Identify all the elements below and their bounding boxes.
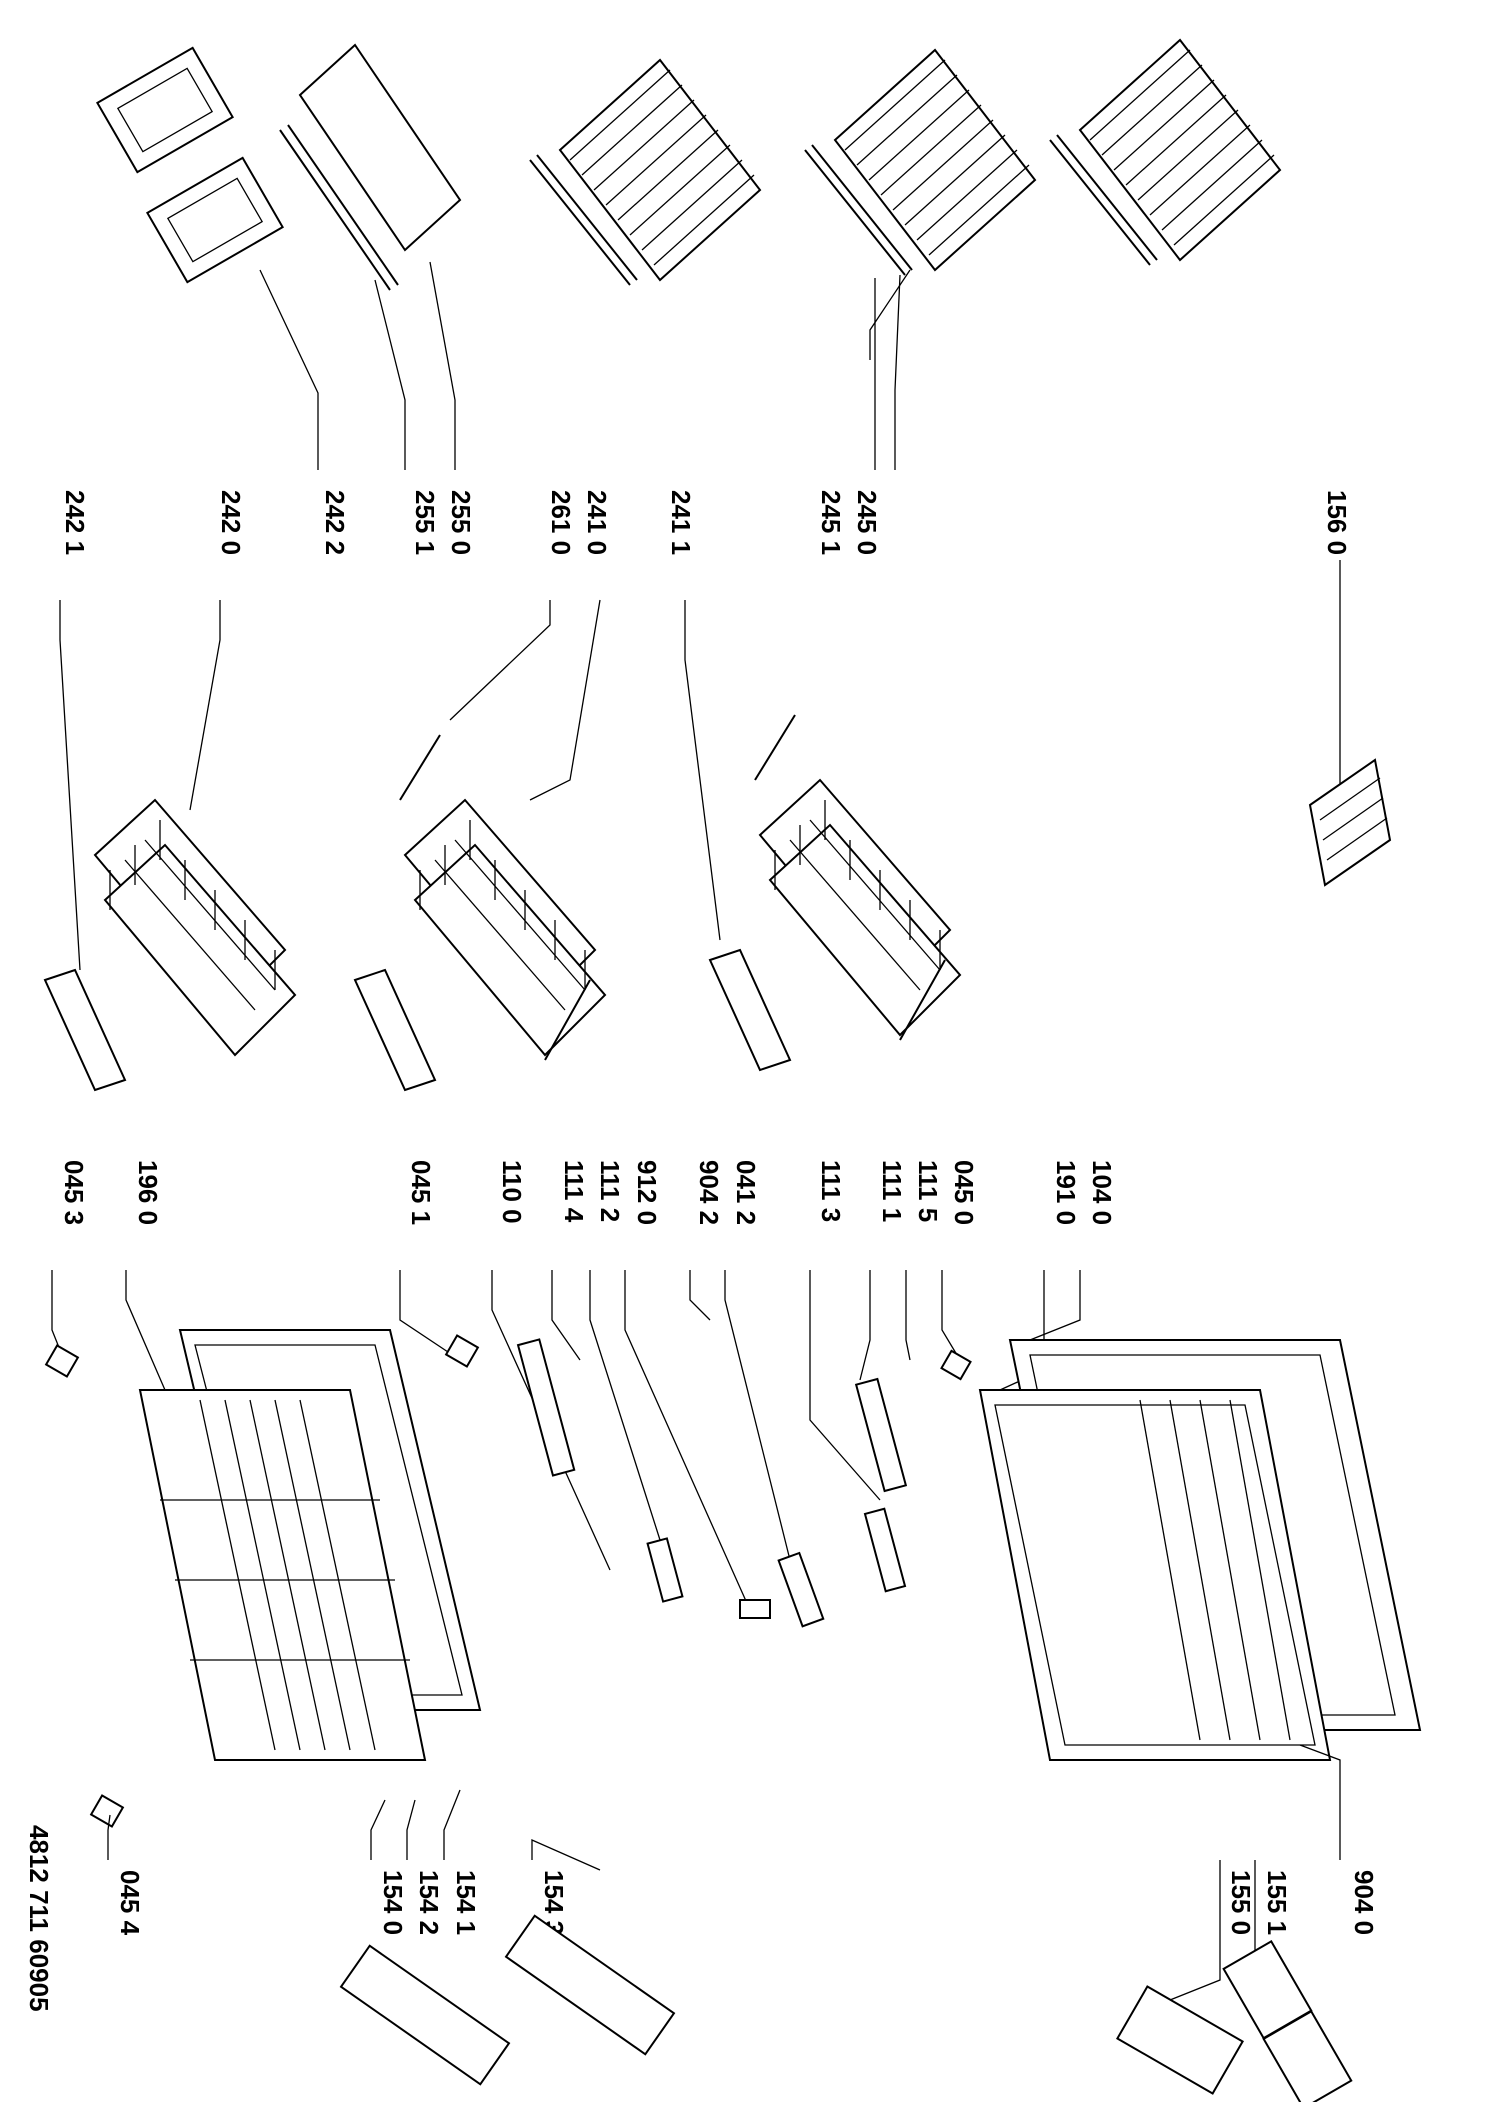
label-045-1: 045 1: [406, 1160, 436, 1225]
label-912-0: 912 0: [632, 1160, 662, 1225]
label-196-0: 196 0: [133, 1160, 163, 1225]
small-bin-parts: [96, 46, 284, 284]
door-bin-parts: [339, 1914, 1353, 2102]
label-111-3: 111 3: [816, 1160, 846, 1222]
label-242-2: 242 2: [320, 490, 350, 555]
label-255-0: 255 0: [446, 490, 476, 555]
label-group-middle: 104 0 191 0 045 0 111 5 111 1 111 3 041 …: [59, 1160, 1117, 1225]
leader-lines-top: [259, 261, 1341, 850]
label-904-2: 904 2: [694, 1160, 724, 1225]
hardware-parts: [44, 1334, 972, 1828]
door-frame-lower: [138, 1329, 482, 1761]
label-154-1: 154 1: [451, 1870, 481, 1935]
label-110-0: 110 0: [497, 1160, 527, 1224]
label-045-4: 045 4: [115, 1870, 145, 1936]
label-156-0: 156 0: [1322, 490, 1352, 555]
label-045-0: 045 0: [949, 1160, 979, 1225]
leader-lines-bottom: [107, 1744, 1341, 2001]
label-154-2: 154 2: [414, 1870, 444, 1935]
label-045-3: 045 3: [59, 1160, 89, 1225]
label-245-0: 245 0: [852, 490, 882, 555]
label-111-4: 111 4: [559, 1160, 589, 1223]
label-group-top: 156 0 245 0 245 1 241 1 241 0 261 0 255 …: [60, 490, 1352, 555]
label-155-0: 155 0: [1226, 1870, 1256, 1935]
glass-shelf-part: [279, 43, 462, 291]
label-245-1: 245 1: [816, 490, 846, 555]
label-104-0: 104 0: [1087, 1160, 1117, 1225]
label-154-0: 154 0: [378, 1870, 408, 1935]
label-111-5: 111 5: [913, 1160, 943, 1222]
label-242-0: 242 0: [216, 490, 246, 555]
label-155-1: 155 1: [1262, 1870, 1292, 1935]
label-group-bottom: 904 0 155 1 155 0 154 3 154 1 154 2 154 …: [115, 1870, 1379, 1936]
label-241-0: 241 0: [582, 490, 612, 555]
label-191-0: 191 0: [1051, 1160, 1081, 1225]
ice-tray-part: [1308, 758, 1392, 887]
drawing-number: 4812 711 60905: [24, 1825, 54, 2012]
wire-basket-parts: [43, 714, 962, 1092]
label-111-2: 111 2: [595, 1160, 625, 1222]
label-111-1: 111 1: [877, 1160, 907, 1222]
door-frame-upper: [978, 1339, 1422, 1761]
label-241-1: 241 1: [666, 490, 696, 555]
label-261-0: 261 0: [546, 490, 576, 555]
label-255-1: 255 1: [410, 490, 440, 555]
label-041-2: 041 2: [731, 1160, 761, 1225]
label-904-0: 904 0: [1349, 1870, 1379, 1935]
wire-shelf-parts: [529, 38, 1282, 286]
leader-lines-middle: [59, 599, 721, 971]
label-242-1: 242 1: [60, 490, 90, 555]
